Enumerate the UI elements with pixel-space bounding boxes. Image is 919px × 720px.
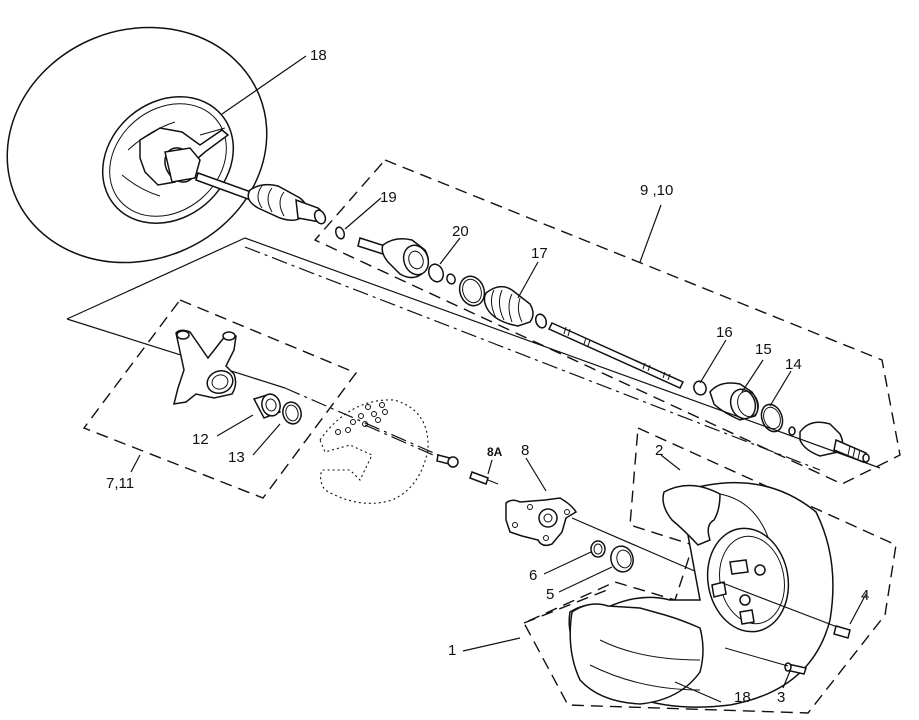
callout-3: 3 bbox=[777, 689, 785, 706]
callout-14: 14 bbox=[785, 356, 802, 373]
callout-12: 12 bbox=[192, 431, 209, 448]
callout-8: 8 bbox=[521, 442, 529, 459]
steering-knuckle bbox=[172, 329, 302, 425]
upper-rim-inner bbox=[109, 103, 227, 217]
callout-4: 4 bbox=[861, 587, 869, 604]
callout-19: 19 bbox=[380, 189, 397, 206]
callout-5: 5 bbox=[546, 586, 554, 603]
callout-7-11: 7,11 bbox=[106, 475, 134, 492]
callout-1: 1 bbox=[448, 642, 456, 659]
hub-cap bbox=[610, 545, 634, 573]
wheel-group-boundary bbox=[523, 587, 613, 624]
wheel-hub bbox=[505, 497, 578, 547]
axle-group-boundary bbox=[313, 159, 901, 485]
callout-13: 13 bbox=[228, 449, 245, 466]
castle-nut bbox=[590, 540, 606, 558]
knuckle-group-boundary bbox=[82, 299, 358, 499]
knuckle-outer-boundary bbox=[66, 237, 881, 469]
disc-bolt bbox=[436, 454, 459, 468]
callout-2: 2 bbox=[655, 442, 663, 459]
callout-6: 6 bbox=[529, 567, 537, 584]
wheel-stud bbox=[469, 471, 499, 485]
callout-8a: 8A bbox=[487, 445, 503, 459]
brake-disc bbox=[319, 399, 429, 504]
callout-15: 15 bbox=[755, 341, 772, 358]
callout-16: 16 bbox=[716, 324, 733, 341]
valve-stem bbox=[784, 662, 807, 675]
callout-20: 20 bbox=[452, 223, 469, 240]
drive-axle-group bbox=[313, 159, 901, 485]
upper-wheel-assembly bbox=[6, 26, 327, 264]
callout-9-10: 9 ,10 bbox=[640, 182, 673, 199]
lower-wheel-assembly bbox=[568, 481, 834, 708]
lug-nut bbox=[833, 625, 851, 639]
callout-17: 17 bbox=[531, 245, 548, 262]
tire-group-boundary bbox=[523, 426, 897, 714]
callout-18-lower: 18 bbox=[734, 689, 751, 706]
callout-18-upper: 18 bbox=[310, 47, 327, 64]
